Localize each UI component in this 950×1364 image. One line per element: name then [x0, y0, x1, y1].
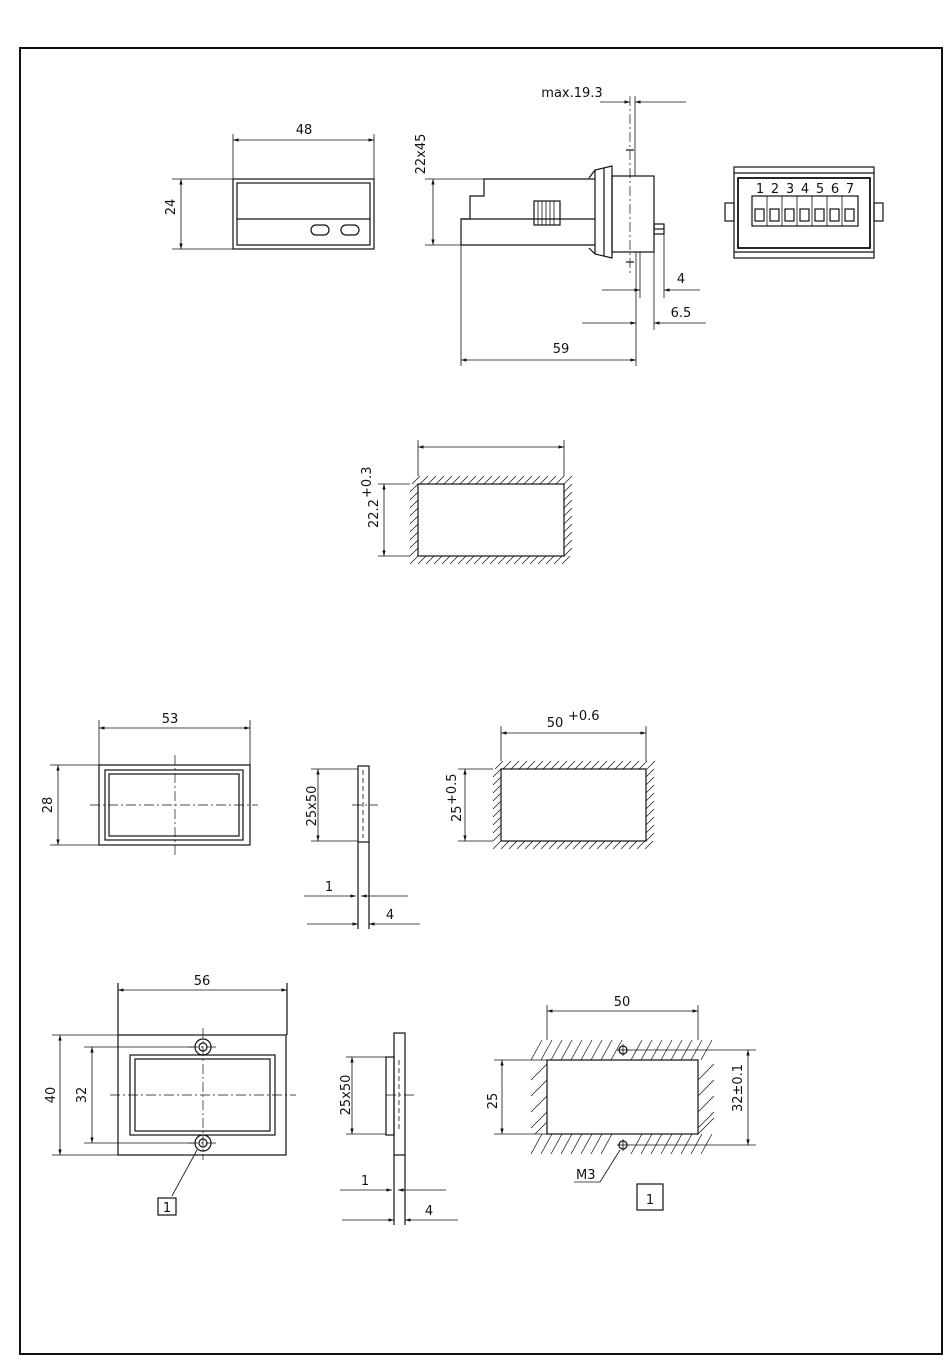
dim-side-height: 22x45 [414, 134, 429, 175]
dim-frame1-height: 28 [41, 797, 56, 814]
dim-frame1-side-4: 4 [386, 908, 394, 923]
frame-2-side: 25x50 1 4 [339, 1033, 458, 1225]
dim-bezel-6-5: 6.5 [671, 306, 692, 321]
dim-cutout3-width: 50 [614, 995, 631, 1010]
panel-cutout-1: 22.2 +0.3 [360, 440, 572, 564]
pin-label-5: 5 [816, 182, 824, 197]
dim-frame2-holes: 32 [75, 1087, 90, 1104]
dim-frame2-width: 56 [194, 974, 211, 989]
front-view: 48 24 [164, 123, 374, 249]
rear-view: 1 2 3 4 5 6 7 [725, 167, 883, 258]
pin-label-1: 1 [756, 182, 764, 197]
dim-frame1-side-height: 25x50 [305, 786, 320, 827]
dim-frame2-side-1: 1 [361, 1174, 369, 1189]
pin-label-7: 7 [846, 182, 854, 197]
dim-frame2-height: 40 [44, 1087, 59, 1104]
dim-frame2-side-height: 25x50 [339, 1075, 354, 1116]
pin-label-2: 2 [771, 182, 779, 197]
dim-cutout3-height: 25 [486, 1093, 501, 1110]
dim-max-depth: max.19.3 [541, 86, 602, 101]
dim-frame1-width: 53 [162, 712, 179, 727]
dim-frame1-side-1: 1 [325, 880, 333, 895]
dim-front-width: 48 [296, 123, 313, 138]
pin-label-3: 3 [786, 182, 794, 197]
panel-cutout-3: 50 25 32±0.1 M3 1 [486, 995, 756, 1210]
dim-cutout2-width: 50 [547, 716, 564, 731]
dim-cutout-height-tol: +0.3 [360, 466, 375, 498]
pin-label-4: 4 [801, 182, 809, 197]
cutout3-tag: 1 [646, 1193, 654, 1208]
frame2-tag: 1 [163, 1201, 171, 1216]
frame-1-side: 25x50 1 4 [304, 766, 420, 929]
dim-side-depth: 59 [553, 342, 570, 357]
pin-label-6: 6 [831, 182, 839, 197]
panel-cutout-2: 50 +0.6 25 +0.5 [445, 709, 655, 849]
dim-bezel-4: 4 [677, 272, 685, 287]
dim-cutout-height: 22.2 [367, 499, 382, 528]
frame-2-front: 56 40 32 1 [44, 974, 296, 1216]
dim-cutout3-holes: 32±0.1 [731, 1064, 746, 1112]
dim-cutout2-height-tol: +0.5 [445, 773, 460, 805]
dim-cutout2-height: 25 [450, 805, 465, 822]
frame-1-front: 53 28 [41, 712, 258, 855]
sheet-border [20, 48, 942, 1354]
screw-label: M3 [576, 1168, 596, 1183]
dim-cutout2-width-tol: +0.6 [568, 709, 600, 724]
dim-front-height: 24 [164, 199, 179, 216]
dim-frame2-side-4: 4 [425, 1204, 433, 1219]
side-view: max.19.3 22x45 4 6.5 59 [414, 86, 706, 366]
